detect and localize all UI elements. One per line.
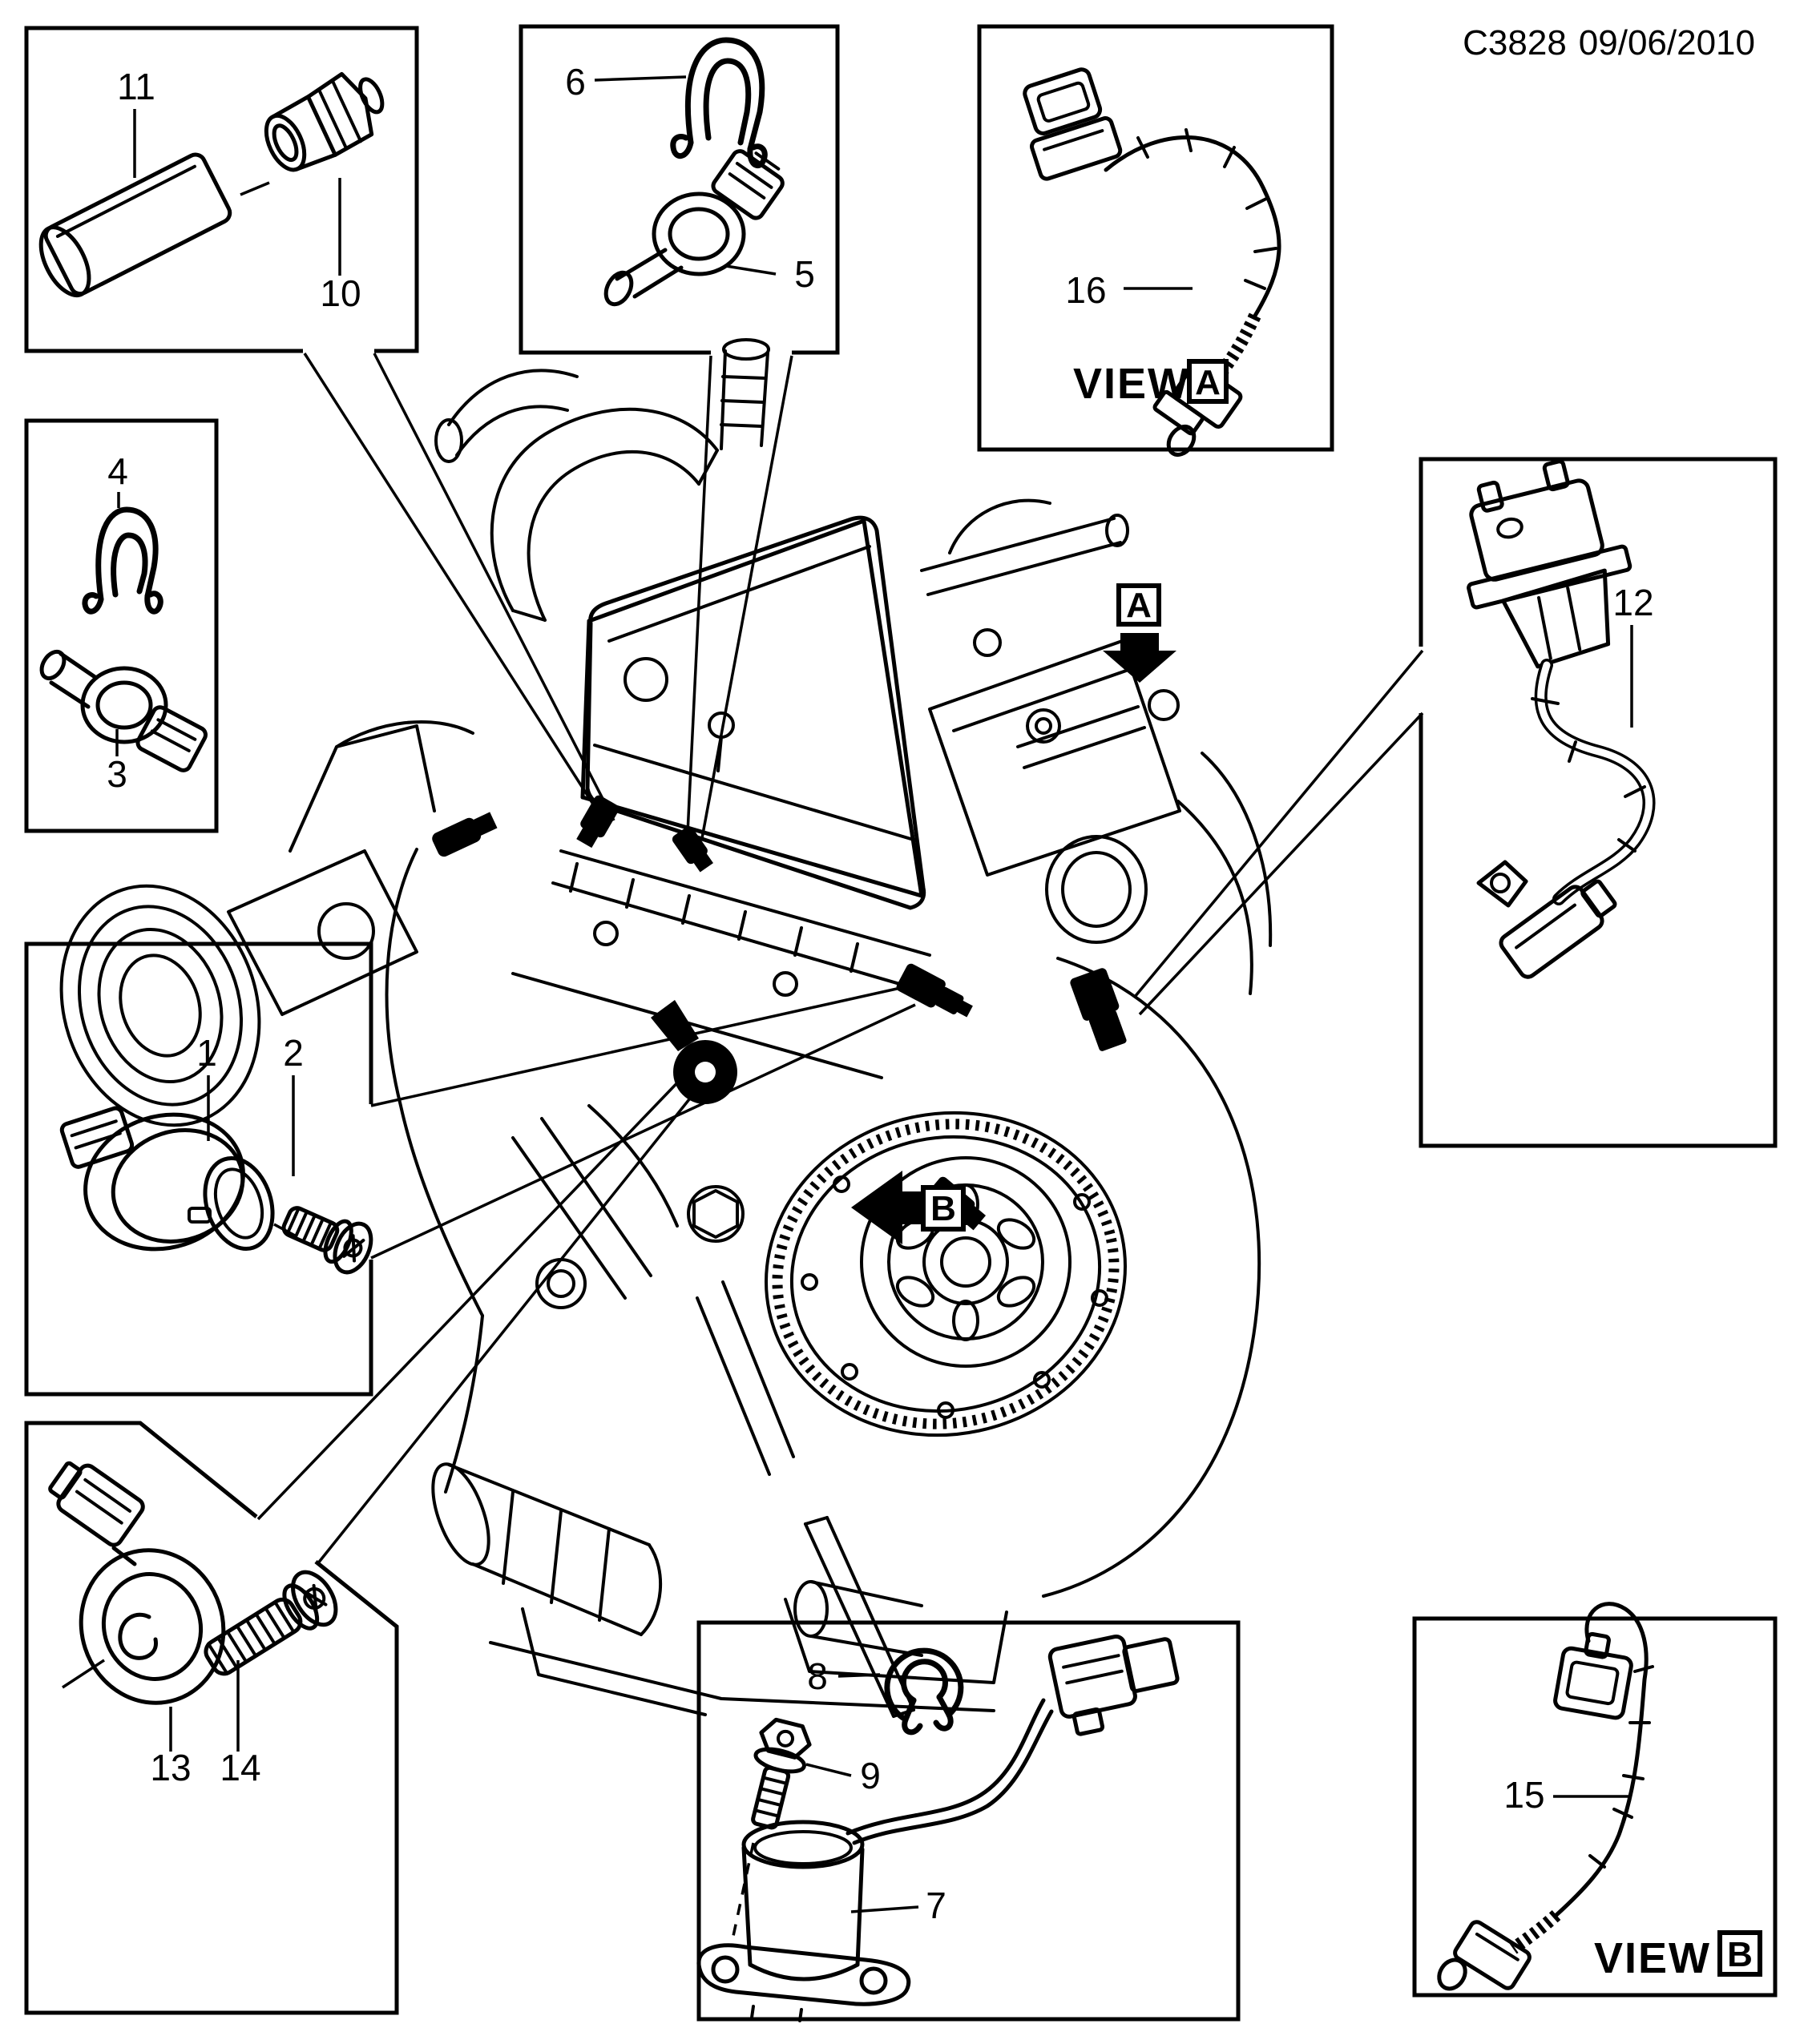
box-parts-6-5 (519, 24, 840, 355)
part-3-sensor (39, 649, 208, 772)
box-parts-13-14 (24, 1421, 399, 2015)
drawing-code: C3828 (1463, 23, 1567, 62)
cylinder-head (511, 849, 931, 1079)
box-parts-1-2 (24, 941, 373, 1397)
view-a-letter: A (1195, 363, 1221, 402)
callout-8: 8 (807, 1655, 828, 1697)
marker-b-box (921, 1185, 966, 1232)
part-6-clip (670, 37, 768, 168)
part-10-sensor (264, 71, 385, 172)
callout-14: 14 (220, 1747, 260, 1788)
callout-5: 5 (794, 253, 815, 295)
callout-6-leader (594, 75, 687, 82)
callout-13: 13 (150, 1747, 191, 1788)
box-parts-8-9-7 (696, 1620, 1241, 2022)
view-b-text: VIEW (1594, 1934, 1711, 1982)
engine-mounted-sensors (432, 795, 1127, 1231)
callout-7: 7 (926, 1885, 946, 1926)
view-a-letter-box (1187, 359, 1229, 404)
sensor-target-1-2 (896, 963, 973, 1018)
callout-8-leader (837, 1673, 881, 1678)
marker-a-box (1116, 583, 1161, 627)
leader-lines-12 (1133, 649, 1424, 1016)
callout-5-leader (725, 264, 777, 276)
view-a-label: VIEW A (1073, 359, 1229, 408)
knock-sensor-target-13-14 (651, 1000, 737, 1104)
oil-filter-housing (431, 1314, 995, 1716)
box-view-b (1412, 1616, 1778, 1998)
callout-4: 4 (107, 450, 128, 492)
part-2-screw (281, 1206, 373, 1275)
drawing-date: 09/06/2010 (1579, 23, 1755, 62)
view-b-letter: B (1727, 1935, 1753, 1974)
part-15-oxygen-sensor (1437, 1602, 1654, 1991)
box-view-a (977, 24, 1334, 452)
sensor-target-12 (1070, 968, 1127, 1051)
ring-gear-teeth (772, 1119, 1120, 1429)
callout-16: 16 (1065, 269, 1106, 311)
callout-9: 9 (860, 1755, 881, 1796)
screw-alignment-dashed-line (729, 1842, 755, 1948)
part-11-sleeve (38, 152, 270, 298)
part-4-clip (82, 506, 163, 615)
marker-a: A (1103, 583, 1176, 683)
part-1-oil-pressure-sensor (59, 1106, 296, 1252)
callout-9-leader (805, 1763, 852, 1777)
part-7-oil-level-sensor (696, 1634, 1180, 2022)
box-part-12 (1419, 457, 1778, 1148)
callout-10: 10 (320, 272, 361, 314)
flywheel-holes (801, 1175, 1108, 1419)
intake-hoses (434, 338, 770, 622)
leader-lines-1-2 (370, 982, 919, 1260)
intake-manifold-throttle (920, 498, 1273, 995)
callout-12: 12 (1612, 582, 1653, 623)
throttle-bore (1045, 835, 1148, 944)
part-14-bolt (204, 1570, 338, 1676)
box-parts-4-3 (24, 418, 219, 833)
view-a-text: VIEW (1073, 360, 1190, 408)
oil-cap-circle (624, 657, 668, 702)
engine-illustration (59, 338, 1273, 1718)
part-13-knock-sensor (48, 1461, 226, 1705)
callout-15: 15 (1503, 1774, 1544, 1816)
marker-b: B (851, 1171, 966, 1244)
view-b-letter-box (1717, 1930, 1762, 1977)
belt-pulley-compressor (59, 720, 484, 1317)
callout-11: 11 (117, 66, 155, 107)
callout-6: 6 (565, 61, 586, 103)
sensor-target-5-6 (672, 826, 713, 873)
valve-cover (580, 515, 926, 910)
sensor-left-dark (432, 812, 498, 857)
part-8-e-clip (884, 1647, 964, 1736)
leader-lines-6-5 (686, 355, 793, 839)
part-12-cam-sensor-harness (1467, 459, 1656, 979)
leader-lines-11-10 (303, 353, 615, 821)
callout-3: 3 (107, 753, 127, 795)
callout-2: 2 (283, 1032, 304, 1074)
marker-a-letter: A (1126, 586, 1152, 625)
callout-7-leader (850, 1905, 919, 1913)
callout-1: 1 (196, 1032, 217, 1074)
view-b-label: VIEW B (1594, 1930, 1762, 1982)
arrow-down-icon (1103, 633, 1176, 683)
engine-block-details (511, 1104, 923, 1718)
box-parts-11-10 (24, 26, 419, 353)
part-5-sensor (603, 149, 785, 307)
arrow-left-icon (851, 1171, 922, 1244)
sensor-target-10-11 (576, 795, 619, 849)
marker-b-letter: B (930, 1189, 956, 1228)
flywheel (765, 957, 1261, 1684)
